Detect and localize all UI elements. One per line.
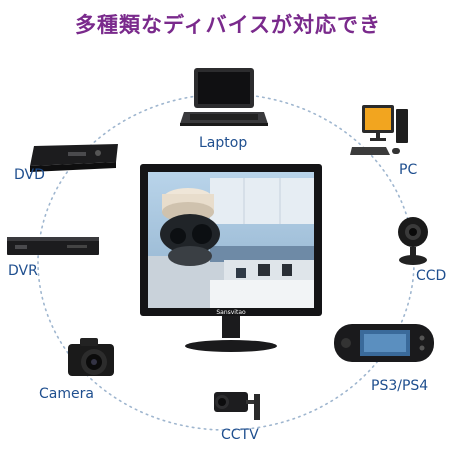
device-label-dvd: DVD [14, 167, 45, 183]
laptop-icon [180, 66, 268, 128]
device-label-dvr: DVR [8, 263, 38, 279]
page-title: 多種類なディバイスが対応でき [75, 13, 381, 37]
dvr-recorder-icon [7, 233, 99, 259]
device-label-camera: Camera [39, 386, 94, 402]
device-label-ps: PS3/PS4 [371, 378, 429, 394]
pc-icon [350, 101, 412, 163]
brand-logo: Sansvitao [216, 309, 246, 316]
monitor: Sansvitao [140, 164, 322, 354]
cctv-camera-icon [212, 386, 266, 424]
device-label-cctv: CCTV [221, 427, 259, 443]
camera-icon [66, 334, 118, 382]
device-label-laptop: Laptop [199, 135, 248, 151]
dvd-player-icon [28, 138, 120, 174]
device-label-ccd: CCD [416, 268, 447, 284]
device-label-pc: PC [399, 162, 418, 178]
webcam-icon [393, 214, 433, 268]
handheld-console-icon [334, 322, 434, 364]
